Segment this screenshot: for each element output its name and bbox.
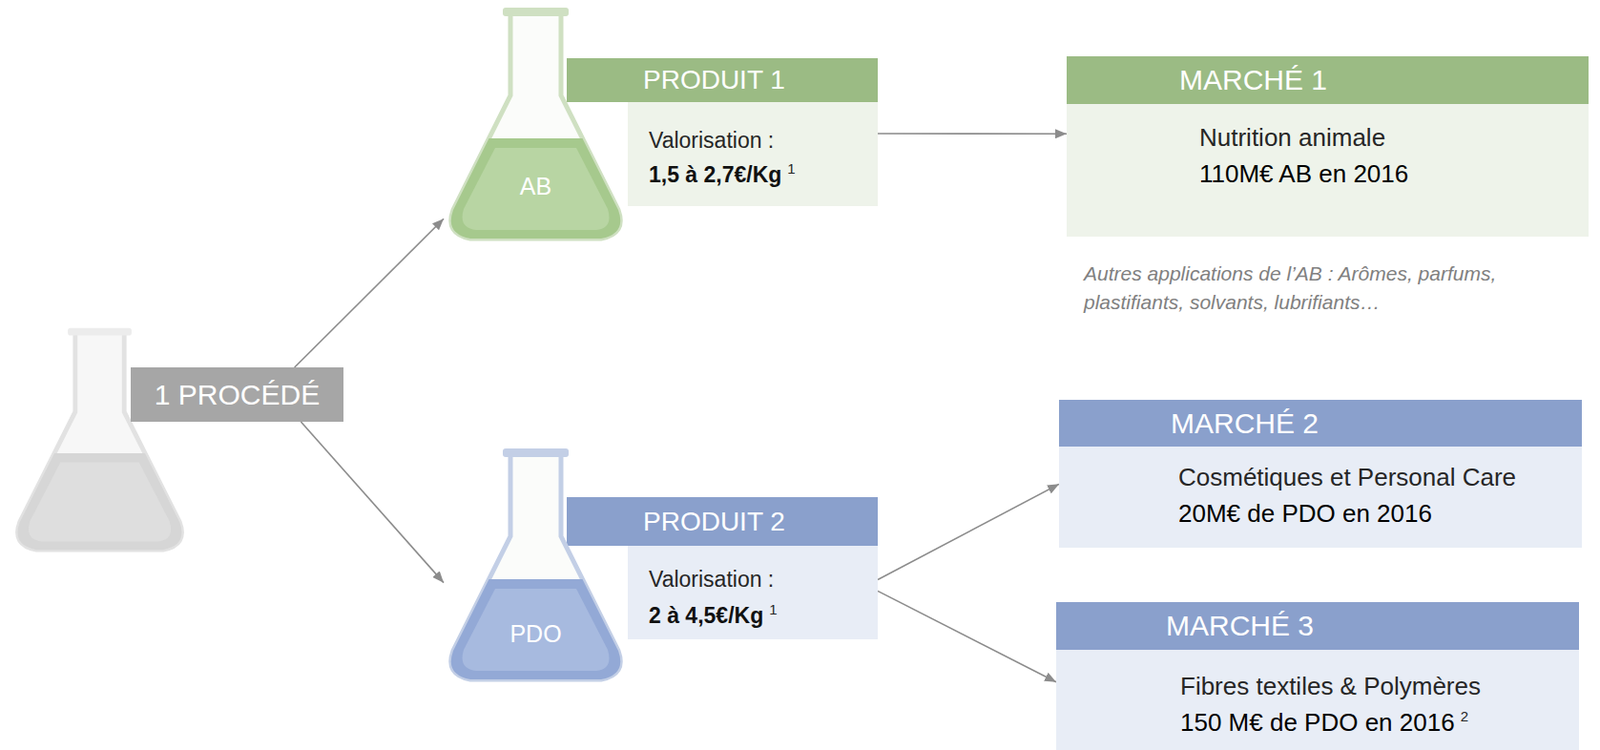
connector-arrow xyxy=(294,218,444,368)
flask-rim xyxy=(502,448,569,458)
market-box: MARCHÉ 1 Nutrition animale 110M€ AB en 201… xyxy=(1066,56,1589,237)
flask-rim xyxy=(502,7,569,17)
text-row: Fibres textiles & Polymères xyxy=(1180,667,1570,705)
flask-shape xyxy=(443,445,628,686)
box-body: Nutrition animale 110M€ AB en 2016 xyxy=(1066,103,1589,198)
text-row: 2 à 4,5€/Kg1 xyxy=(648,597,869,634)
box-text: 110M€ AB en 2016 xyxy=(1199,159,1409,188)
market-box: MARCHÉ 2 Cosmétiques et Personal Care 20M€… xyxy=(1059,399,1582,548)
flask-liquid xyxy=(18,453,183,550)
product-box: PRODUIT 2 Valorisation : 2 à 4,5€/Kg1 xyxy=(627,497,878,640)
flask-liquid-inner xyxy=(28,462,171,542)
box-heading: MARCHÉ 2 xyxy=(1170,407,1319,439)
connector-arrow xyxy=(877,483,1060,580)
flask-liquid xyxy=(451,579,622,680)
box-text: Fibres textiles & Polymères xyxy=(1180,671,1481,701)
text-row: 150 M€ de PDO en 2016 2 xyxy=(1180,704,1570,741)
product-name: PDO xyxy=(509,620,562,647)
box-text: 1,5 à 2,7€/Kg xyxy=(648,162,782,188)
flask-rim xyxy=(67,328,132,336)
footnote-mark: 1 xyxy=(768,601,777,618)
box-text: 2 à 4,5€/Kg xyxy=(648,602,764,628)
connector-arrow xyxy=(877,132,1067,135)
text-row: 20M€ de PDO en 2016 xyxy=(1178,495,1573,532)
flask-liquid-inner xyxy=(462,147,610,230)
text-row: 110M€ AB en 2016 xyxy=(1199,155,1580,192)
footnote-mark: 1 xyxy=(787,160,795,177)
text-row: Valorisation : xyxy=(648,123,869,158)
text-row: 1,5 à 2,7€/Kg 1 xyxy=(648,157,869,192)
box-heading: MARCHÉ 1 xyxy=(1179,63,1328,96)
process-label: 1 PROCÉDÉ xyxy=(130,367,344,422)
box-text: Nutrition animale xyxy=(1199,123,1386,152)
flask-text-holder: AB xyxy=(443,172,628,201)
box-heading: MARCHÉ 3 xyxy=(1165,609,1314,642)
connector-arrow xyxy=(300,421,444,583)
market-box: MARCHÉ 3Fibres textiles & Polymères150 M… xyxy=(1056,602,1580,750)
flask-liquid-inner xyxy=(462,588,610,671)
product-flask: PDO xyxy=(443,445,628,686)
flask-shape xyxy=(443,4,628,246)
flask-outline xyxy=(18,332,183,550)
box-body: Fibres textiles & Polymères150 M€ de PDO… xyxy=(1056,649,1580,747)
box-heading: PRODUIT 2 xyxy=(643,506,786,537)
note-text: Autres applications de l’AB : Arômes, pa… xyxy=(1083,259,1595,318)
header-band xyxy=(566,497,634,546)
box-text: 20M€ de PDO en 2016 xyxy=(1178,498,1433,528)
box-text: Cosmétiques et Personal Care xyxy=(1178,462,1517,492)
box-header: MARCHÉ 3 xyxy=(1056,602,1580,650)
process-title: 1 PROCÉDÉ xyxy=(154,378,320,412)
header-band xyxy=(566,58,634,103)
process-flask xyxy=(18,328,183,550)
box-header: PRODUIT 1 xyxy=(627,58,878,103)
text-row: Valorisation : xyxy=(648,561,869,598)
text-row: Nutrition animale xyxy=(1199,119,1580,156)
product-box: PRODUIT 1 Valorisation : 1,5 à 2,7€/Kg 1 xyxy=(627,58,878,207)
box-header: MARCHÉ 1 xyxy=(1066,56,1589,104)
connector-arrow xyxy=(877,590,1057,682)
flask-outline xyxy=(451,12,622,239)
flask-text-holder: PDO xyxy=(443,620,628,648)
box-body: Valorisation : 2 à 4,5€/Kg1 xyxy=(627,545,878,640)
product-name: AB xyxy=(519,172,552,200)
box-header: MARCHÉ 2 xyxy=(1059,399,1582,447)
box-body: Valorisation : 1,5 à 2,7€/Kg 1 xyxy=(627,102,878,198)
flask-outline xyxy=(451,453,622,680)
box-text: Valorisation : xyxy=(648,127,774,153)
box-heading: PRODUIT 1 xyxy=(643,64,786,95)
box-text: Valorisation : xyxy=(648,566,774,592)
box-header: PRODUIT 2 xyxy=(627,497,878,546)
product-flask: AB xyxy=(443,4,628,246)
box-text: 150 M€ de PDO en 2016 xyxy=(1180,707,1455,737)
flask-liquid xyxy=(451,138,622,239)
box-body: Cosmétiques et Personal Care 20M€ de PDO … xyxy=(1059,446,1582,538)
footnote-mark: 2 xyxy=(1460,707,1469,725)
text-row: Cosmétiques et Personal Care xyxy=(1178,458,1573,496)
